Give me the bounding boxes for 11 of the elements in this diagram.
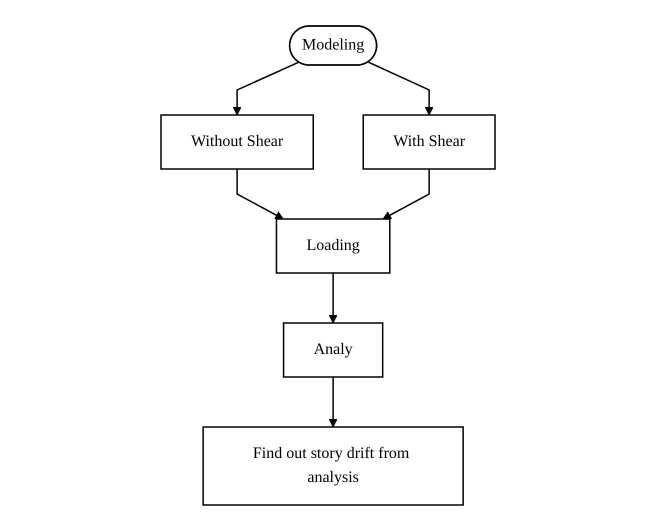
arrow [329, 272, 338, 323]
node-box: Analy [283, 322, 384, 378]
node-box: With Shear [362, 114, 496, 170]
arrow [329, 376, 338, 427]
arrow [368, 60, 434, 115]
node-box: Loading [276, 218, 392, 274]
arrow [383, 168, 430, 219]
arrow [236, 168, 284, 219]
node-box: Find out story drift from analysis [202, 426, 464, 506]
node-box: Without Shear [160, 114, 314, 170]
arrow [233, 60, 300, 115]
